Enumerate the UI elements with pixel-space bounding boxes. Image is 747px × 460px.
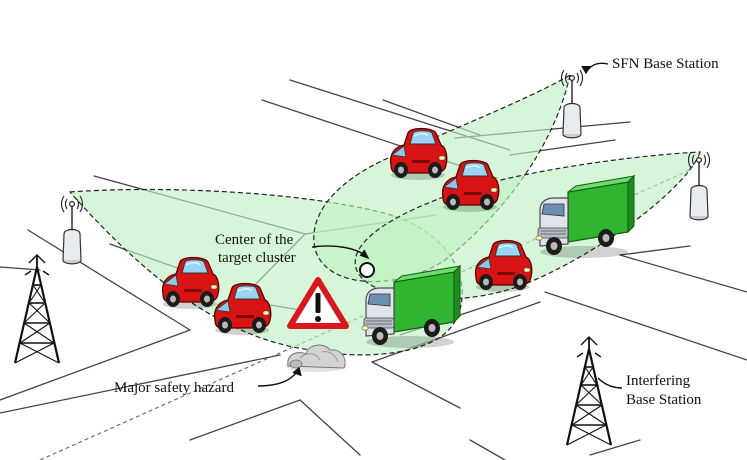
interfering-station-label-line2: Base Station	[626, 392, 702, 408]
warning-triangle-icon	[287, 277, 349, 329]
cluster-center-label-line1: Center of the	[215, 232, 294, 248]
cluster-center-marker	[359, 262, 375, 278]
lattice-tower-icon	[13, 253, 61, 365]
lattice-tower-icon	[565, 335, 613, 447]
label-arrows	[257, 62, 623, 389]
rock-pile-icon	[286, 344, 346, 372]
sfn-base-station-label: SFN Base Station	[612, 56, 719, 72]
cluster-center-label-line2: target cluster	[218, 250, 296, 266]
safety-hazard-label: Major safety hazard	[114, 380, 234, 396]
interfering-station-label-line1: Interfering	[626, 373, 691, 389]
antenna-icon	[60, 195, 84, 265]
